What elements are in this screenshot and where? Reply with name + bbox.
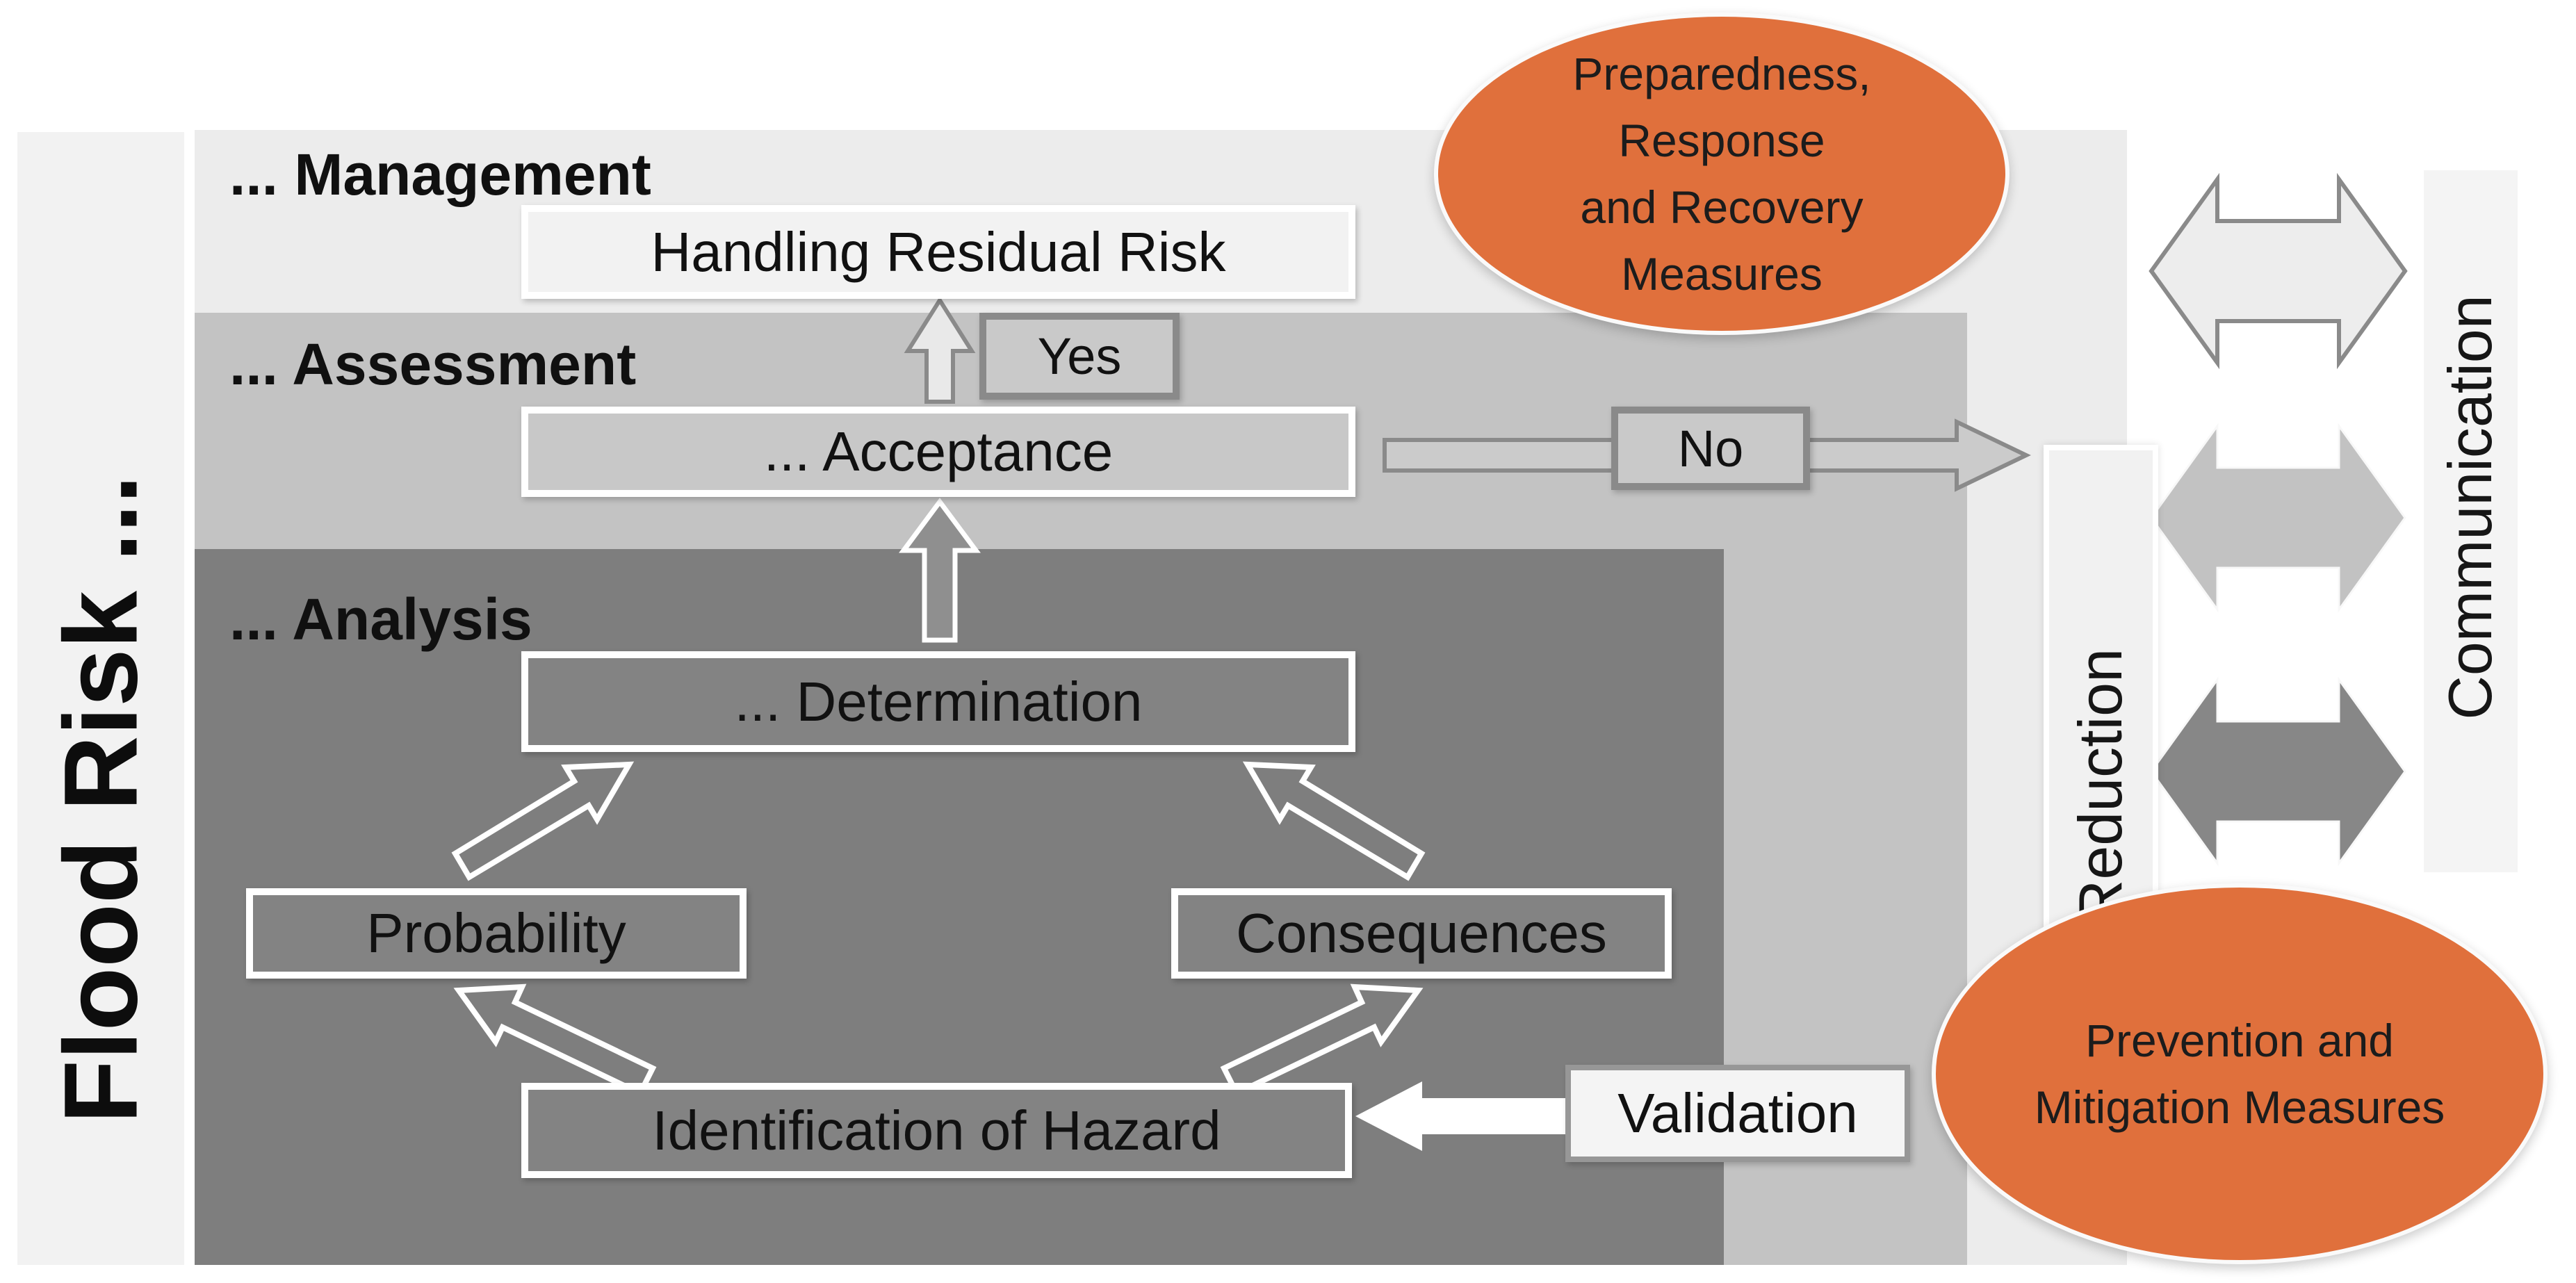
consequences-label: Consequences <box>1236 902 1607 964</box>
management-label: ... Management <box>229 142 651 207</box>
analysis-label: ... Analysis <box>229 587 532 652</box>
yes-label: Yes <box>1037 327 1122 385</box>
prevention-line-1: Prevention and <box>2085 1015 2394 1066</box>
flood-risk-side-strip <box>17 132 184 1265</box>
identification-to-probability-arrow-icon <box>453 983 657 1097</box>
communication-bidirectional-arrow-light-icon <box>2149 172 2408 370</box>
yes-box: Yes <box>979 313 1180 400</box>
preparedness-response-recovery-ellipse: Preparedness, Response and Recovery Meas… <box>1434 13 2010 335</box>
preparedness-line-3: and Recovery <box>1580 181 1864 233</box>
communication-bidirectional-arrow-medium-icon <box>2150 423 2406 613</box>
consequences-box: Consequences <box>1171 888 1672 979</box>
probability-label: Probability <box>366 902 626 964</box>
communication-vertical-label: Communication <box>2436 295 2504 720</box>
handling-residual-risk-label: Handling Residual Risk <box>651 220 1226 283</box>
no-box: No <box>1611 407 1810 490</box>
validation-to-identification-arrow-icon <box>1355 1081 1568 1151</box>
prevention-mitigation-ellipse: Prevention and Mitigation Measures <box>1932 883 2548 1264</box>
acceptance-label: ... Acceptance <box>763 420 1114 482</box>
preparedness-line-4: Measures <box>1621 248 1823 300</box>
acceptance-box: ... Acceptance <box>521 407 1355 497</box>
assessment-label: ... Assessment <box>229 332 637 397</box>
communication-strip <box>2424 170 2518 872</box>
identification-of-hazard-box: Identification of Hazard <box>521 1083 1352 1178</box>
acceptance-to-handling-arrow-icon <box>904 296 976 404</box>
handling-residual-risk-box: Handling Residual Risk <box>521 205 1355 299</box>
validation-box: Validation <box>1565 1065 1910 1162</box>
determination-to-acceptance-arrow-icon <box>899 498 981 643</box>
identification-of-hazard-label: Identification of Hazard <box>652 1099 1221 1161</box>
probability-box: Probability <box>246 888 747 979</box>
validation-label: Validation <box>1617 1082 1858 1144</box>
prevention-line-2: Mitigation Measures <box>2034 1081 2445 1133</box>
no-label: No <box>1677 419 1744 477</box>
probability-to-determination-arrow-icon <box>451 761 635 881</box>
communication-bidirectional-arrow-dark-icon <box>2150 676 2406 867</box>
preparedness-line-1: Preparedness, <box>1572 48 1871 99</box>
identification-to-consequences-arrow-icon <box>1220 983 1424 1097</box>
determination-label: ... Determination <box>734 670 1143 733</box>
preparedness-line-2: Response <box>1618 115 1825 166</box>
flood-risk-vertical-title: Flood Risk ... <box>42 475 159 1124</box>
determination-box: ... Determination <box>521 651 1355 752</box>
consequences-to-determination-arrow-icon <box>1242 761 1426 881</box>
